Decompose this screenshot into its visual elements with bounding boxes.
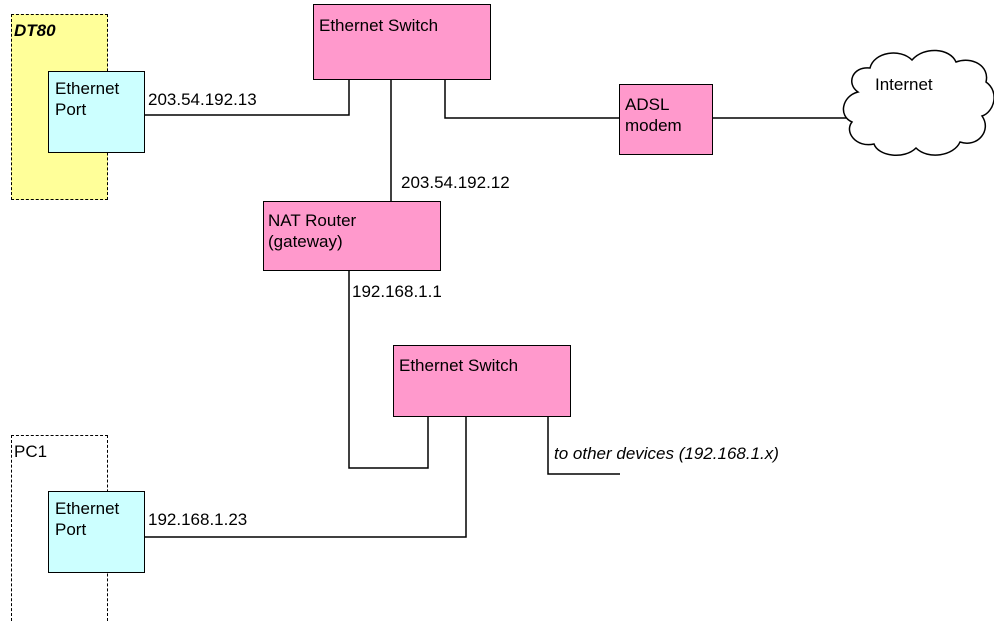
other-devices-label: to other devices (192.168.1.x)	[554, 444, 779, 463]
link-other-devices	[547, 417, 620, 475]
router-label: NAT Router (gateway)	[268, 211, 357, 251]
switch-top-label: Ethernet Switch	[319, 16, 439, 35]
pc1-title: PC1	[14, 442, 48, 461]
ethernet-switch-bottom	[393, 345, 571, 417]
dt80-ip-label: 203.54.192.13	[148, 90, 257, 109]
ethernet-switch-top	[313, 4, 491, 80]
link-switch-pc1	[145, 417, 467, 538]
dt80-port-label: Ethernet Port	[55, 79, 120, 119]
pc1-ethernet-port	[48, 491, 145, 573]
router-lan-ip-label: 192.168.1.1	[352, 282, 442, 301]
nat-router	[263, 201, 441, 271]
router-wan-ip-label: 203.54.192.12	[401, 173, 510, 192]
link-switch-modem	[444, 80, 619, 119]
internet-cloud	[842, 49, 994, 156]
link-dt80-switch	[145, 80, 350, 116]
pc1-port-label: Ethernet Port	[55, 499, 120, 539]
switch-bottom-label: Ethernet Switch	[399, 356, 519, 375]
modem-label: ADSL modem	[625, 95, 682, 135]
internet-label: Internet	[875, 75, 933, 94]
dt80-ethernet-port	[48, 71, 145, 153]
link-router-switch	[348, 270, 429, 469]
adsl-modem	[619, 84, 713, 155]
pc1-ip-label: 192.168.1.23	[148, 510, 248, 529]
dt80-title: DT80	[14, 21, 56, 40]
